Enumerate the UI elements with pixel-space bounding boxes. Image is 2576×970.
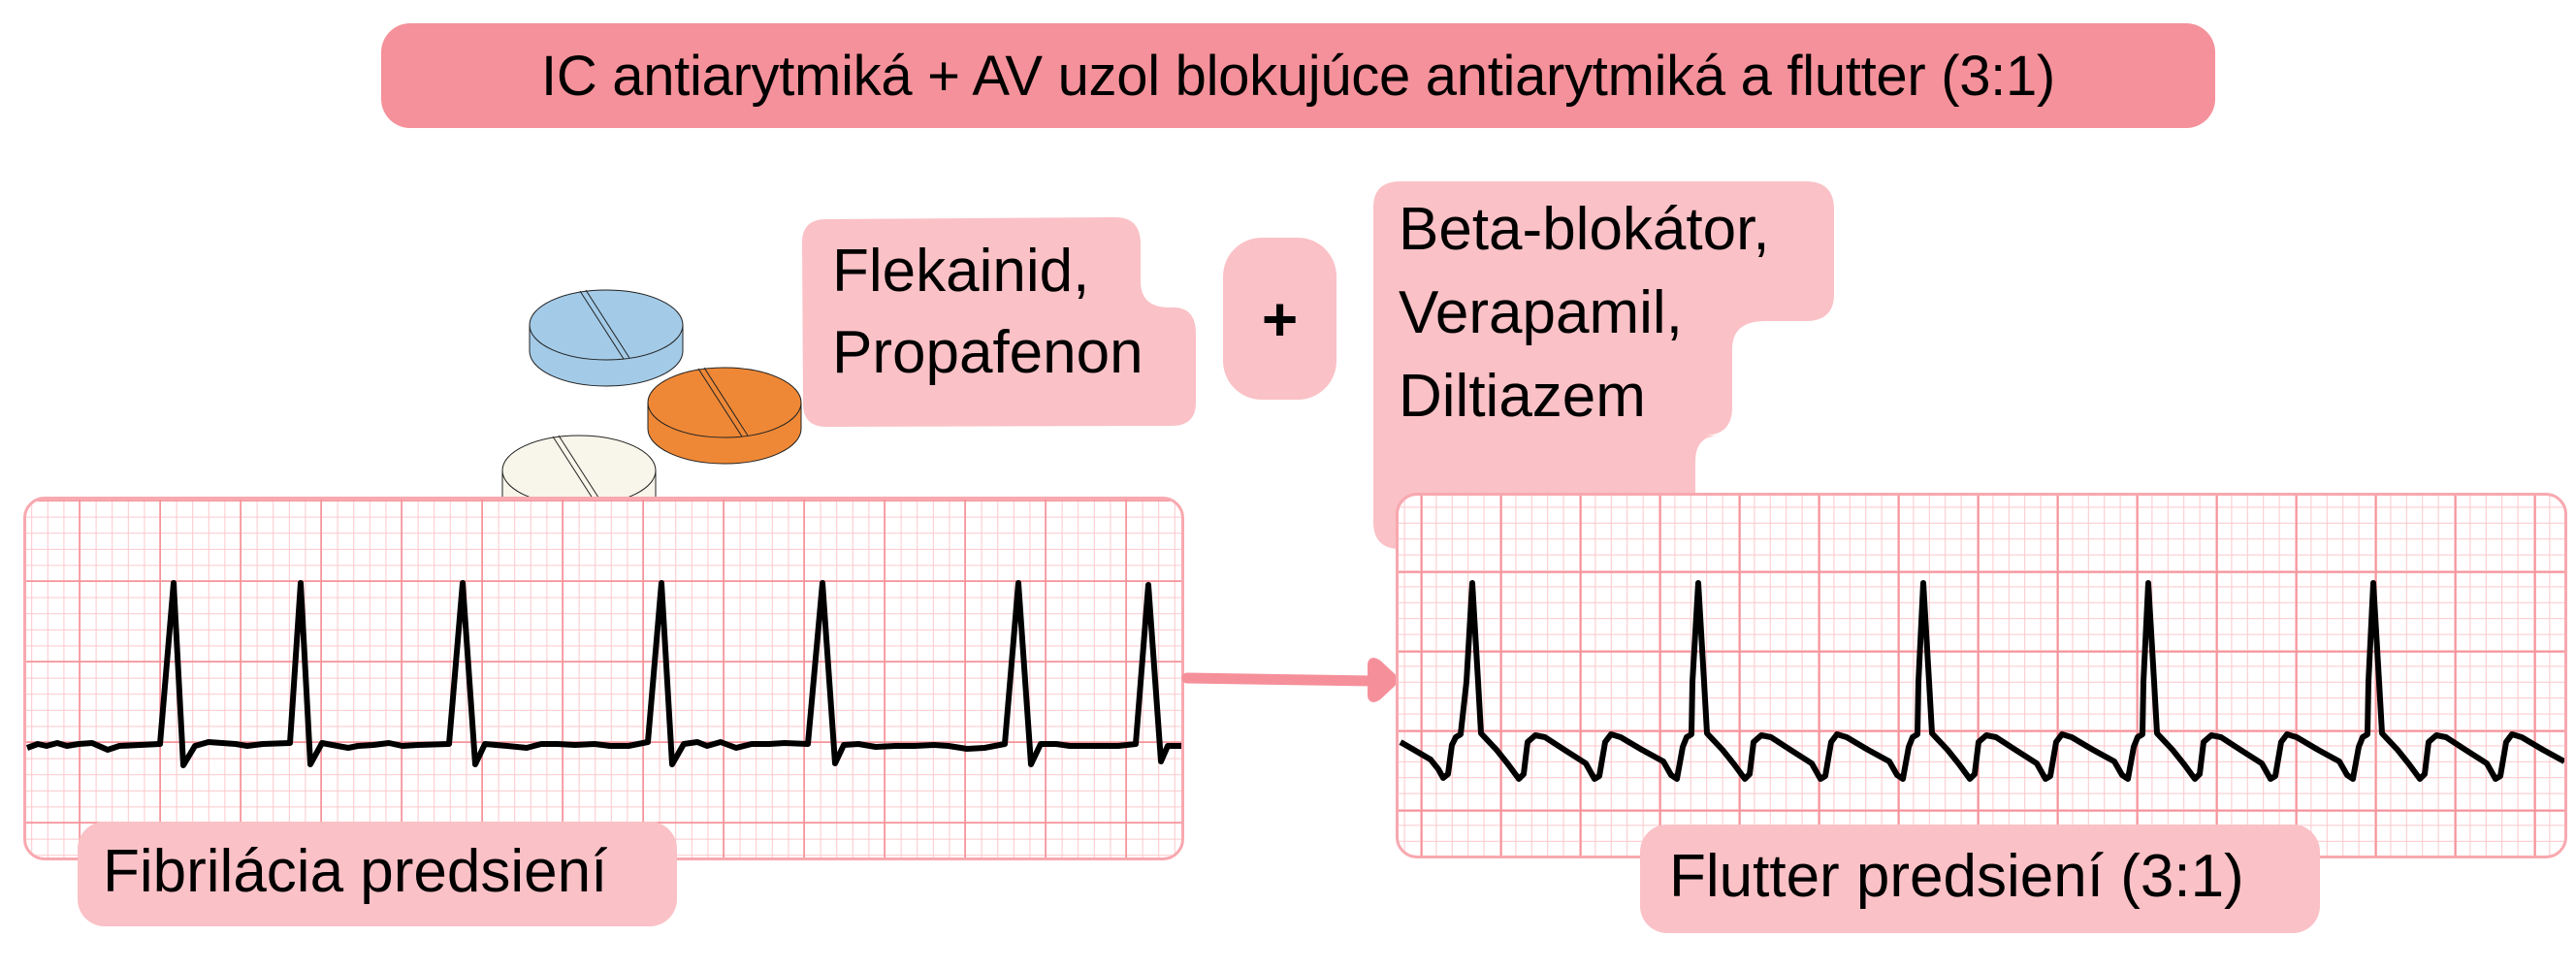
drug-propafenon: Propafenon	[832, 319, 1143, 386]
ecg-strip-atrial-fibrillation	[23, 497, 1184, 860]
flutter-label: Flutter predsiení (3:1)	[1640, 824, 2320, 933]
af-label-text: Fibrilácia predsiení	[103, 838, 608, 905]
av-drugs-label-bg	[1373, 181, 1834, 549]
transition-arrow-icon	[1181, 658, 1398, 702]
pills-illustration	[501, 289, 802, 533]
af-trace	[26, 580, 1181, 768]
drug-beta-blocker: Beta-blokátor,	[1399, 196, 1770, 263]
title-banner: IC antiarytmiká + AV uzol blokujúce anti…	[381, 23, 2215, 128]
plus-badge: +	[1223, 238, 1336, 400]
ic-drugs-label: Flekainid, Propafenon	[832, 231, 1143, 394]
blue-pill-icon	[529, 289, 684, 387]
av-drugs-label: Beta-blokátor, Verapamil, Diltiazem	[1399, 188, 1770, 438]
ecg-flutter-chart	[1399, 496, 2564, 856]
ic-drugs-label-bg	[802, 217, 1196, 427]
plus-sign: +	[1261, 283, 1299, 354]
orange-pill-icon	[647, 367, 802, 465]
drug-diltiazem: Diltiazem	[1399, 363, 1646, 430]
drug-verapamil: Verapamil,	[1399, 279, 1683, 346]
flutter-trace	[1399, 580, 2564, 782]
ecg-af-chart	[26, 500, 1181, 857]
flutter-label-text: Flutter predsiení (3:1)	[1669, 843, 2244, 910]
af-label: Fibrilácia predsiení	[78, 822, 677, 926]
drug-flekainid: Flekainid,	[832, 238, 1090, 305]
ecg-strip-atrial-flutter	[1396, 493, 2567, 858]
title-text: IC antiarytmiká + AV uzol blokujúce anti…	[541, 44, 2055, 108]
